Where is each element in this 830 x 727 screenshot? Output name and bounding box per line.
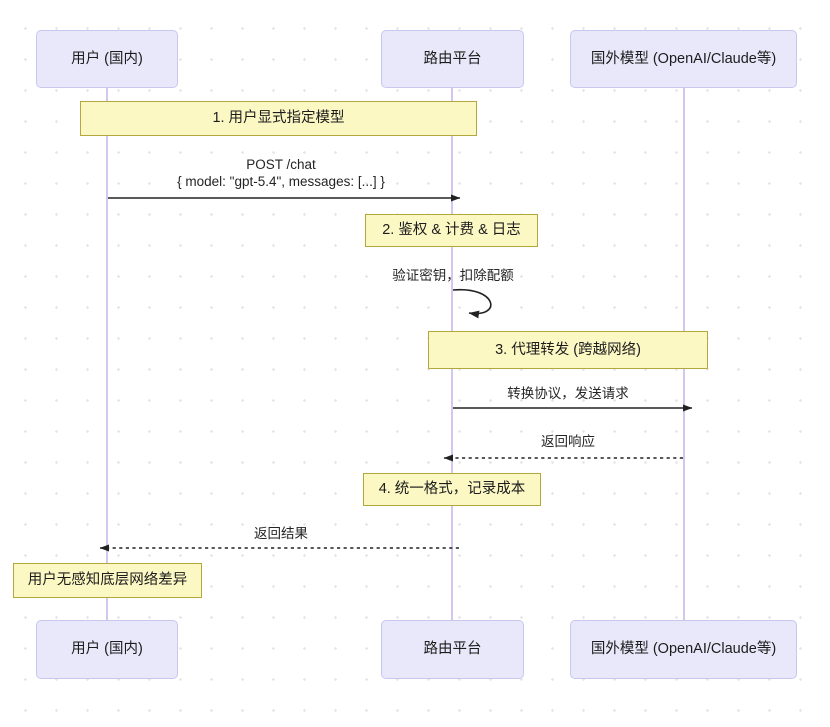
note-4-label: 4. 统一格式，记录成本 xyxy=(378,481,526,498)
message-label-1-line2: { model: "gpt-5.4", messages: [...] } xyxy=(177,174,385,189)
participant-box-model-bottom[interactable]: 国外模型 (OpenAI/Claude等) xyxy=(570,620,797,679)
note-4[interactable]: 4. 统一格式，记录成本 xyxy=(363,473,541,506)
message-label-2-line1: 验证密钥，扣除配额 xyxy=(392,268,514,283)
participant-label-user-bottom: 用户 (国内) xyxy=(71,641,143,658)
participant-box-user-bottom[interactable]: 用户 (国内) xyxy=(36,620,178,679)
note-5-label: 用户无感知底层网络差异 xyxy=(27,572,188,589)
note-5[interactable]: 用户无感知底层网络差异 xyxy=(13,563,202,598)
message-label-5: 返回结果 xyxy=(254,526,308,542)
message-label-2: 验证密钥，扣除配额 xyxy=(392,268,514,284)
message-label-4-line1: 返回响应 xyxy=(541,434,595,449)
participant-box-model-top[interactable]: 国外模型 (OpenAI/Claude等) xyxy=(570,30,797,88)
participant-label-router-bottom: 路由平台 xyxy=(423,641,482,658)
participant-box-user-top[interactable]: 用户 (国内) xyxy=(36,30,178,88)
participant-box-router-bottom[interactable]: 路由平台 xyxy=(381,620,524,679)
message-label-3: 转换协议，发送请求 xyxy=(507,386,629,402)
note-2-label: 2. 鉴权 & 计费 & 日志 xyxy=(382,222,521,239)
participant-label-user-top: 用户 (国内) xyxy=(71,50,143,67)
message-label-1: POST /chat { model: "gpt-5.4", messages:… xyxy=(177,156,385,190)
participant-label-model-bottom: 国外模型 (OpenAI/Claude等) xyxy=(590,641,777,658)
note-3-label: 3. 代理转发 (跨越网络) xyxy=(495,341,641,358)
note-2[interactable]: 2. 鉴权 & 计费 & 日志 xyxy=(365,214,538,247)
participant-label-model-top: 国外模型 (OpenAI/Claude等) xyxy=(590,50,777,67)
message-label-3-line1: 转换协议，发送请求 xyxy=(507,386,629,401)
message-arrow-2-selfloop xyxy=(452,288,492,319)
message-label-4: 返回响应 xyxy=(541,434,595,450)
message-label-5-line1: 返回结果 xyxy=(254,526,308,541)
participant-label-router-top: 路由平台 xyxy=(423,50,482,67)
message-label-1-line1: POST /chat xyxy=(246,157,316,172)
participant-box-router-top[interactable]: 路由平台 xyxy=(381,30,524,88)
note-1[interactable]: 1. 用户显式指定模型 xyxy=(80,101,477,136)
note-3[interactable]: 3. 代理转发 (跨越网络) xyxy=(428,331,708,369)
note-1-label: 1. 用户显式指定模型 xyxy=(212,110,345,127)
